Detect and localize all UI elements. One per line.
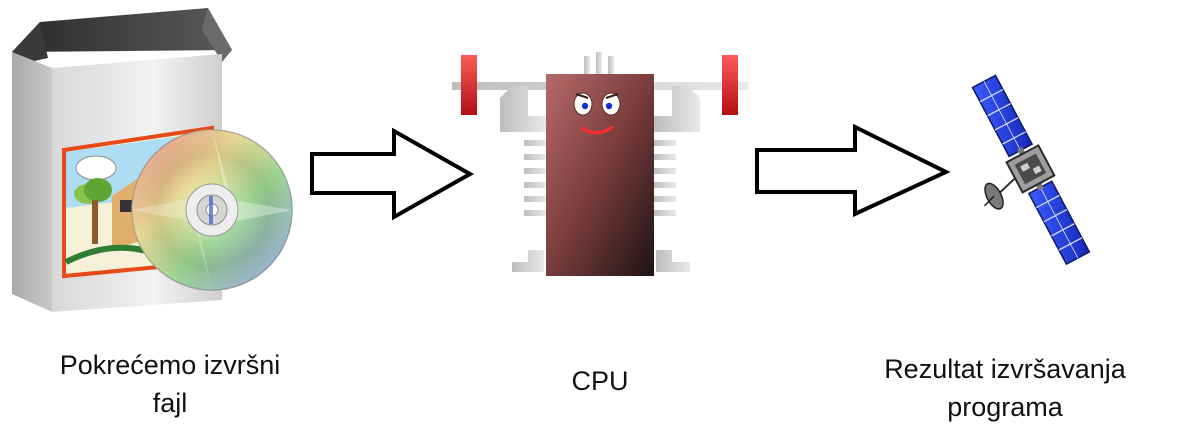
label-result-line1: Rezultat izvršavanja (884, 354, 1126, 384)
label-cpu-text: CPU (571, 366, 629, 396)
cpu-weightlifter-icon (452, 52, 748, 276)
label-software-line2: fajl (152, 388, 188, 418)
label-cpu: CPU (520, 362, 680, 400)
satellite-icon (971, 74, 1091, 266)
label-result-line2: programa (947, 392, 1063, 422)
label-software-line1: Pokrećemo izvršni (59, 350, 281, 380)
right-arrow-icon (310, 127, 475, 221)
label-result: Rezultat izvršavanja programa (840, 350, 1170, 426)
right-arrow-icon (755, 123, 951, 218)
software-box-with-cd-icon (12, 8, 293, 312)
label-software: Pokrećemo izvršni fajl (20, 346, 320, 422)
